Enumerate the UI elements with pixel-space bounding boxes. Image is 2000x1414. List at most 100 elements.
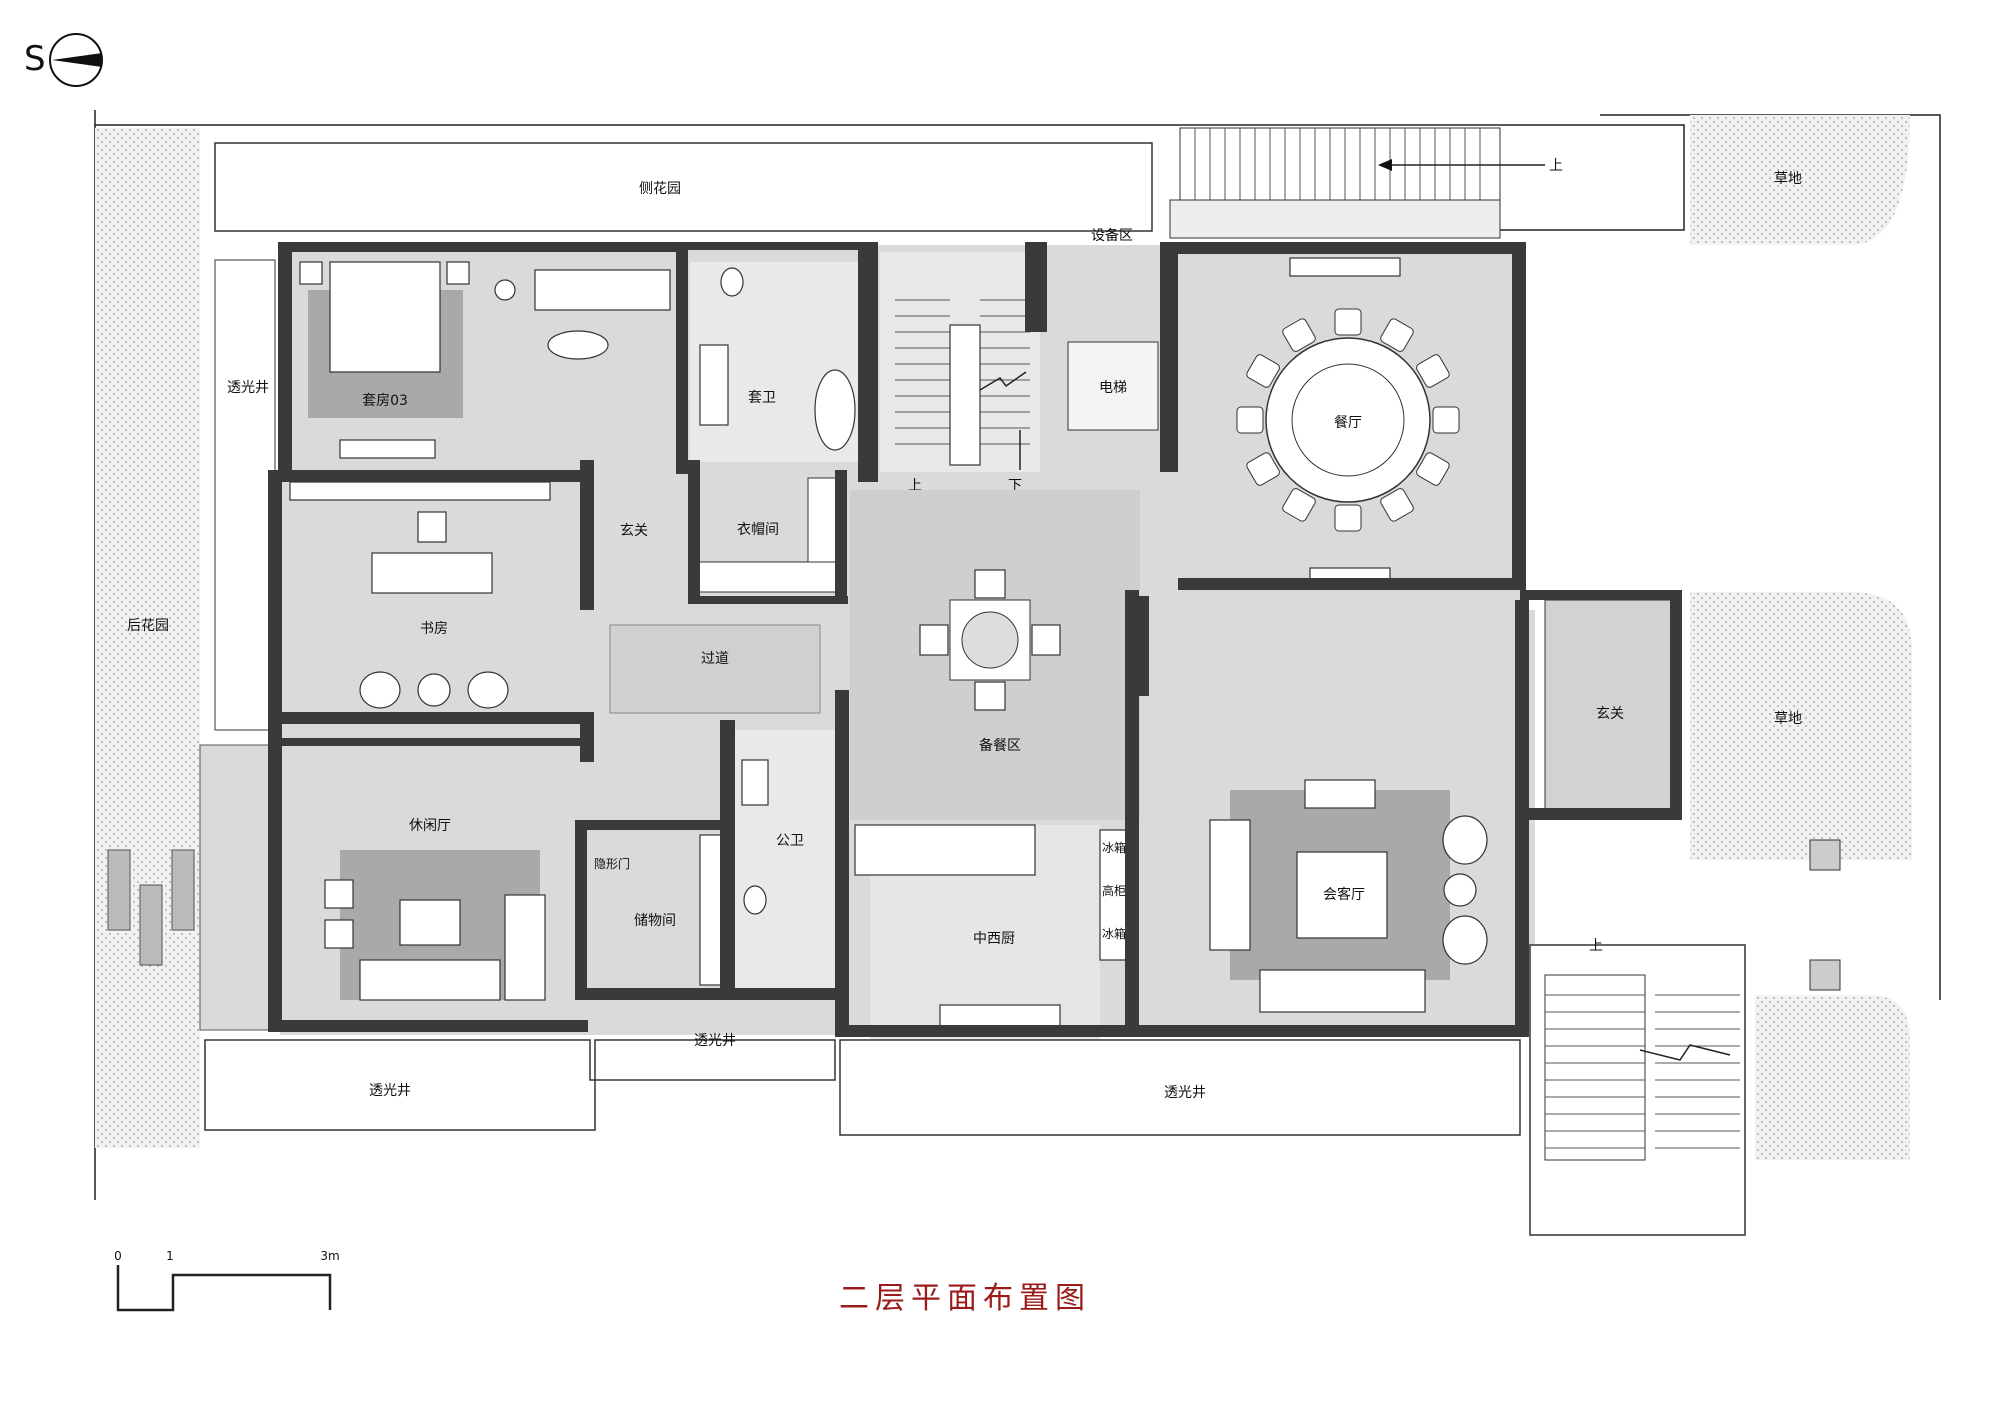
lounge-chair-2 bbox=[1442, 915, 1488, 965]
light-well-left-top-label: 透光井 bbox=[227, 380, 269, 396]
side-garden-label: 侧花园 bbox=[639, 181, 681, 197]
grass-right-label: 草地 bbox=[1774, 711, 1802, 727]
foyer-left-label: 玄关 bbox=[620, 522, 648, 539]
back-garden-label: 后花园 bbox=[127, 618, 169, 634]
hidden-door-label: 隐形门 bbox=[594, 856, 630, 871]
lounge-sofa-side bbox=[504, 894, 546, 1001]
storage-shelf bbox=[699, 834, 723, 986]
sofa-suite bbox=[534, 269, 671, 311]
scale-0: 0 bbox=[114, 1249, 122, 1263]
public-bath-toilet bbox=[743, 885, 767, 915]
dining-sideboard bbox=[1289, 257, 1401, 277]
fridge1-label: 冰箱 bbox=[1102, 840, 1126, 855]
stair-core bbox=[880, 252, 1040, 472]
lounge-stool-2 bbox=[324, 919, 354, 949]
side-garden-area bbox=[214, 142, 1153, 232]
exterior-stair bbox=[1529, 839, 1841, 1236]
up-right-label: 上 bbox=[1589, 938, 1603, 954]
grass-top-label: 草地 bbox=[1774, 171, 1802, 187]
storage-label: 储物间 bbox=[634, 913, 676, 929]
elevator-label: 电梯 bbox=[1099, 380, 1127, 396]
bed bbox=[329, 261, 441, 373]
scale-bar: 0 1 3m bbox=[114, 1249, 340, 1312]
drawing-title: 二层平面布置图 bbox=[839, 1281, 1091, 1316]
tv-cabinet bbox=[339, 439, 436, 459]
dining-chair bbox=[1334, 504, 1362, 532]
bench-top bbox=[1304, 779, 1376, 809]
dining-chair bbox=[1380, 488, 1414, 522]
light-well-bottom-right bbox=[839, 1039, 1521, 1136]
foyer-left-room bbox=[590, 470, 680, 600]
light-well-bottom-mid bbox=[594, 1039, 836, 1081]
elevator-shaft bbox=[1067, 341, 1159, 431]
vanity bbox=[699, 344, 729, 426]
sofa-left bbox=[1209, 819, 1251, 951]
sofa-bottom bbox=[1259, 969, 1426, 1013]
stepping-stone-1 bbox=[107, 849, 131, 931]
lounge-stool-1 bbox=[324, 879, 354, 909]
light-well-bottom-right-label: 透光井 bbox=[1164, 1085, 1206, 1101]
study-label: 书房 bbox=[420, 621, 448, 637]
corridor-label: 过道 bbox=[701, 651, 729, 667]
foyer-right-label: 玄关 bbox=[1596, 705, 1624, 722]
suite03-label: 套房03 bbox=[362, 393, 408, 409]
up-top-label: 上 bbox=[1549, 158, 1563, 174]
pantry-table bbox=[919, 569, 1061, 711]
armchair-left bbox=[359, 671, 401, 709]
toilet-suite bbox=[720, 267, 744, 297]
lounge-chair-1 bbox=[1442, 815, 1488, 865]
cloakroom-closet bbox=[691, 561, 838, 593]
fridge2-label: 冰箱 bbox=[1102, 926, 1126, 941]
public-bath-sink bbox=[741, 759, 769, 806]
tall-cabinet-label: 高柜 bbox=[1102, 883, 1126, 898]
dining-table bbox=[1265, 337, 1431, 503]
dining-chair bbox=[1236, 406, 1264, 434]
kitchen-island bbox=[854, 824, 1036, 876]
light-well-left-strip bbox=[199, 744, 271, 1031]
corridor bbox=[609, 624, 821, 714]
kitchen-label: 中西厨 bbox=[973, 931, 1015, 947]
ottoman bbox=[547, 330, 609, 360]
dining-label: 餐厅 bbox=[1334, 415, 1362, 431]
grass-right-area bbox=[1690, 592, 1912, 860]
kitchen-tall-units bbox=[1099, 829, 1129, 961]
walls bbox=[268, 242, 1682, 1037]
dining-chair bbox=[1416, 452, 1450, 486]
stepping-stone-2 bbox=[139, 884, 163, 966]
grass-bottom-area bbox=[1755, 995, 1910, 1160]
dining-chair bbox=[1246, 452, 1280, 486]
nightstand-right bbox=[446, 261, 470, 285]
light-well-left-top bbox=[214, 259, 276, 731]
lounge-label: 休闲厅 bbox=[409, 818, 451, 834]
equipment-area-label: 设备区 bbox=[1091, 227, 1133, 244]
reception-label: 会客厅 bbox=[1323, 886, 1365, 903]
foyer-right-room bbox=[1544, 599, 1676, 811]
light-well-bottom-left-label: 透光井 bbox=[369, 1083, 411, 1099]
study-bookshelf bbox=[289, 481, 551, 501]
light-well-bottom-mid-label: 透光井 bbox=[694, 1033, 736, 1049]
dining-chair bbox=[1416, 354, 1450, 388]
grass-top-area bbox=[1690, 115, 1910, 245]
dining-chair bbox=[1334, 308, 1362, 336]
reception-side-table bbox=[1443, 873, 1477, 907]
nightstand-left bbox=[299, 261, 323, 285]
dining-chair bbox=[1380, 318, 1414, 352]
public-bath-label: 公卫 bbox=[776, 833, 804, 849]
stepping-stone-3 bbox=[171, 849, 195, 931]
north-label: S bbox=[24, 39, 46, 79]
suite-bath-label: 套卫 bbox=[748, 390, 776, 406]
cloakroom-closet-side bbox=[807, 477, 839, 563]
dining-chair bbox=[1246, 354, 1280, 388]
armchair-right bbox=[467, 671, 509, 709]
pantry-label: 备餐区 bbox=[979, 737, 1021, 754]
study-chair bbox=[417, 511, 447, 543]
dining-chairs bbox=[1236, 308, 1460, 532]
north-arrow-icon bbox=[52, 53, 102, 67]
dining-chair bbox=[1282, 488, 1316, 522]
back-garden-area bbox=[95, 128, 200, 1148]
side-table bbox=[417, 673, 451, 707]
coffee-table bbox=[1296, 851, 1388, 939]
bathtub bbox=[814, 369, 856, 451]
dining-chair bbox=[1432, 406, 1460, 434]
